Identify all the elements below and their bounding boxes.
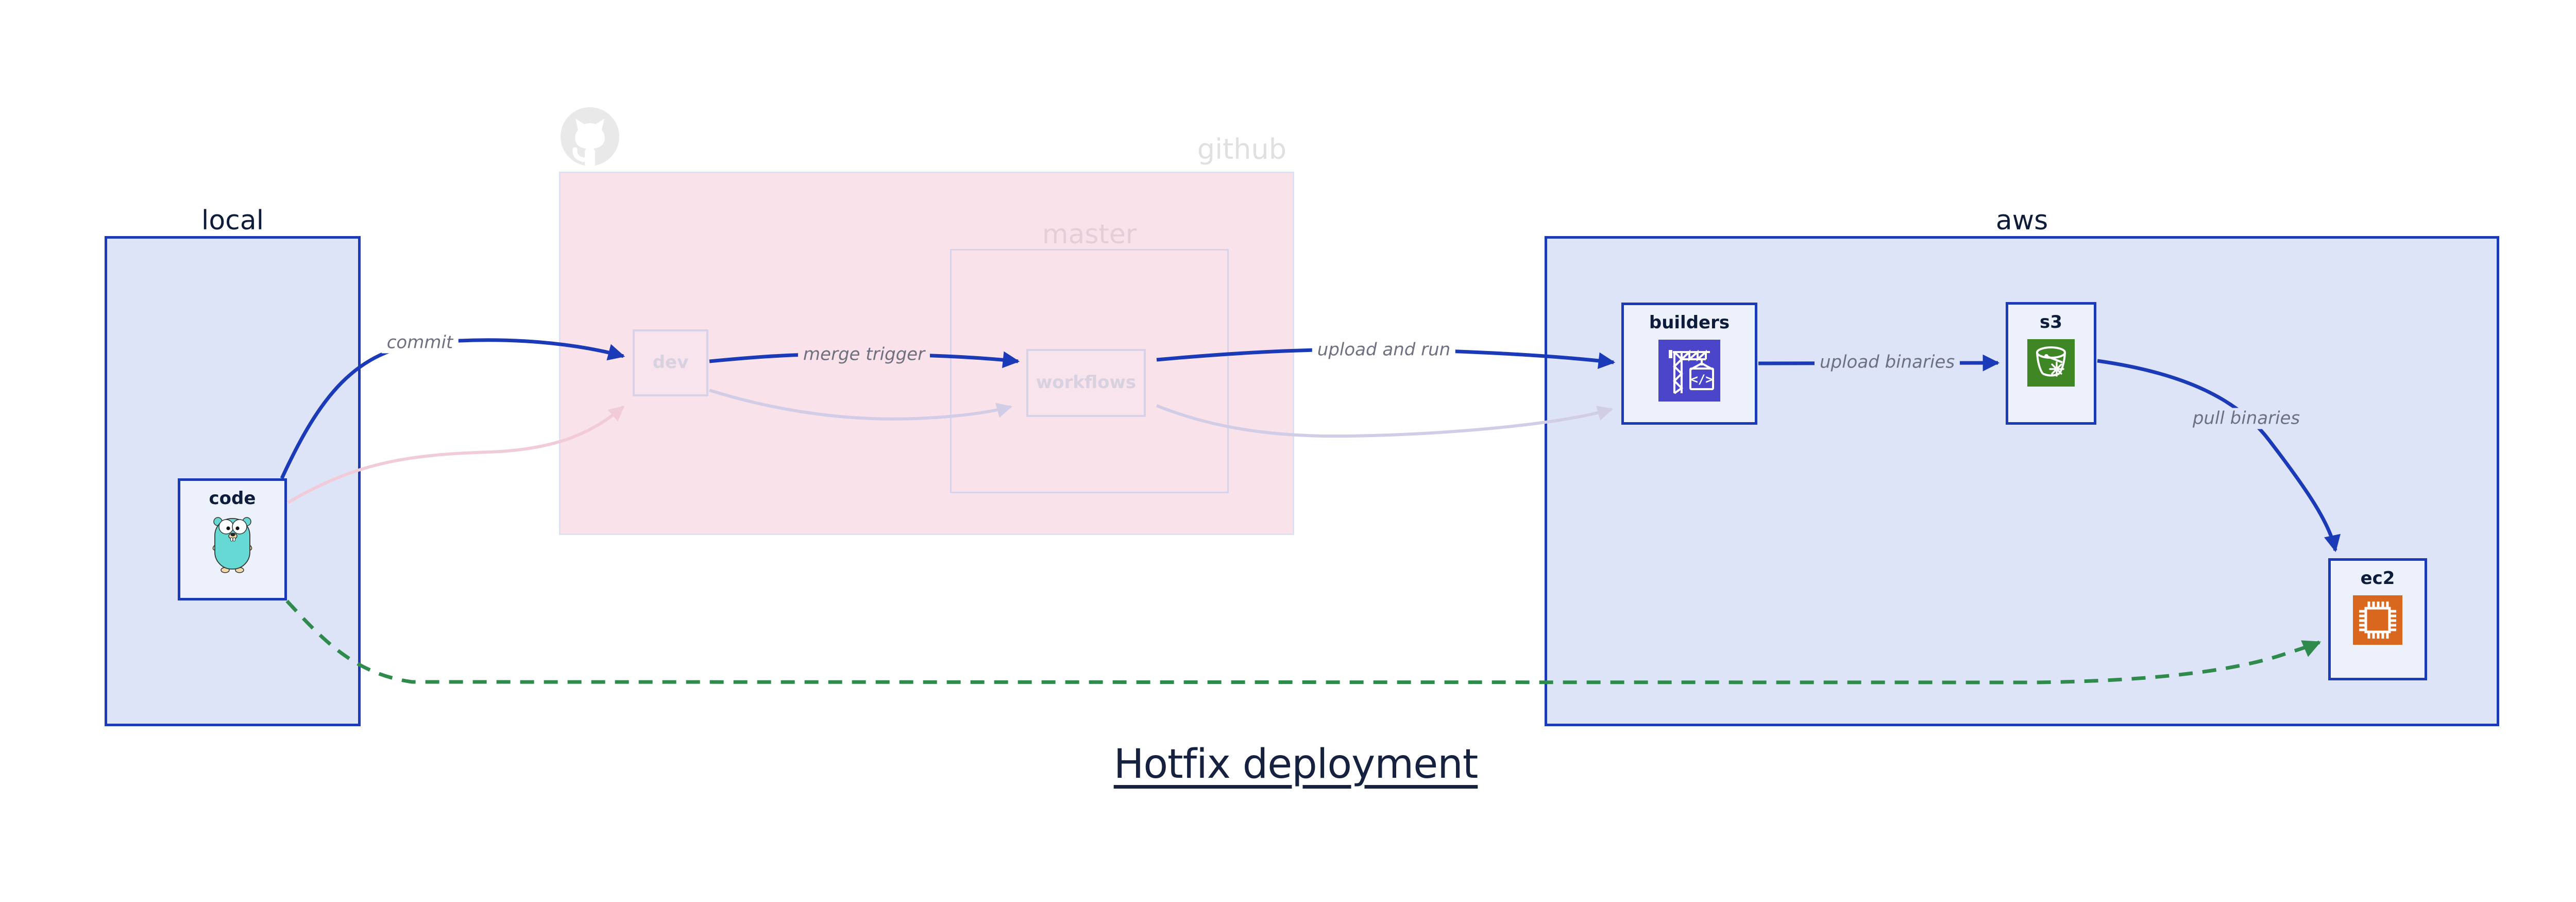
- node-workflows: workflows: [1026, 349, 1146, 417]
- node-dev: dev: [633, 329, 708, 396]
- aws-codebuild-icon: </>: [1658, 340, 1720, 402]
- node-code-label: code: [209, 488, 256, 509]
- svg-text:</>: </>: [1690, 372, 1713, 387]
- edge-label-upload-and-run: upload and run: [1312, 339, 1456, 361]
- node-builders-label: builders: [1649, 312, 1730, 333]
- node-ec2: ec2: [2328, 558, 2427, 680]
- cluster-github-label: github: [1197, 133, 1286, 165]
- edge-label-commit: commit: [381, 332, 459, 354]
- node-s3-label: s3: [2040, 312, 2062, 332]
- node-code: code: [178, 478, 287, 600]
- edge-label-upload-binaries: upload binaries: [1814, 352, 1960, 373]
- go-gopher-icon: [212, 517, 252, 574]
- edge-label-pull-binaries: pull binaries: [2187, 408, 2306, 429]
- aws-s3-glacier-bucket-icon: [2027, 339, 2075, 387]
- github-octocat-icon: [561, 107, 619, 168]
- cluster-master-label: master: [1042, 219, 1137, 250]
- cluster-master: [950, 249, 1229, 493]
- diagram-title: Hotfix deployment: [1113, 741, 1479, 788]
- aws-ec2-chip-icon: [2353, 595, 2402, 645]
- node-workflows-label: workflows: [1036, 372, 1137, 393]
- node-dev-label: dev: [652, 352, 689, 373]
- node-builders: builders </>: [1621, 303, 1757, 425]
- edge-label-merge-trigger: merge trigger: [798, 344, 930, 365]
- node-ec2-label: ec2: [2360, 568, 2395, 589]
- cluster-aws-label: aws: [1995, 205, 2048, 236]
- node-s3: s3: [2006, 302, 2096, 425]
- cluster-local-label: local: [201, 205, 264, 236]
